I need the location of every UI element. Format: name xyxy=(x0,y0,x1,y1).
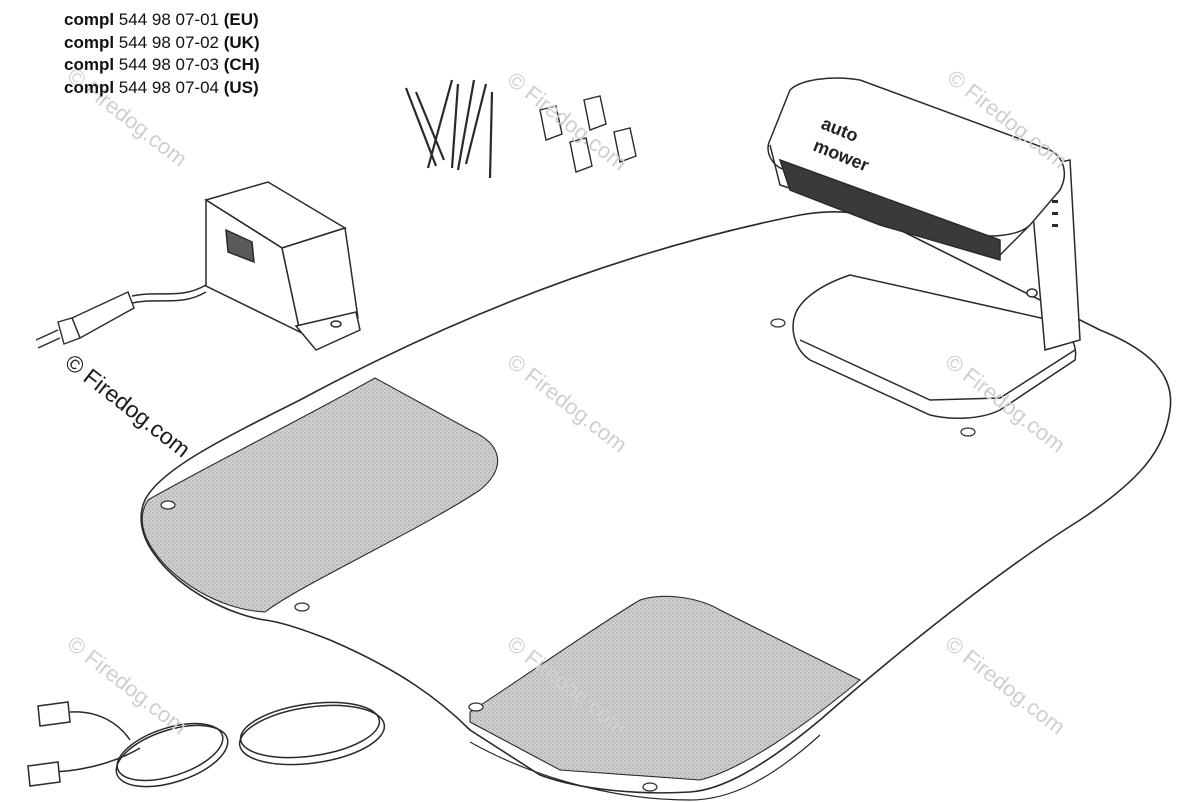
part-number: 544 98 07-02 xyxy=(118,32,219,52)
peg xyxy=(488,91,494,179)
connector xyxy=(539,105,563,141)
cable-connector-top xyxy=(37,701,71,727)
station-screw xyxy=(1026,288,1038,298)
part-prefix: compl xyxy=(64,77,115,97)
base-plate-edge xyxy=(469,734,821,801)
cable-connector-bottom xyxy=(27,761,61,787)
peg-hole xyxy=(160,500,176,510)
shaded-panel-right xyxy=(469,595,861,781)
mains-cable xyxy=(131,284,207,304)
peg xyxy=(456,79,476,171)
part-prefix: compl xyxy=(64,32,115,52)
peg xyxy=(414,91,446,161)
part-number: 544 98 07-04 xyxy=(118,77,219,97)
peg-hole xyxy=(642,782,658,792)
peg-hole xyxy=(770,318,786,328)
wire-connectors xyxy=(539,95,637,173)
part-region: (CH) xyxy=(223,55,260,74)
part-prefix: compl xyxy=(64,10,115,29)
part-number-row: compl 544 98 07-04 (US) xyxy=(64,77,260,100)
boundary-pegs xyxy=(404,79,494,179)
peg xyxy=(464,83,488,165)
power-supply-unit xyxy=(204,181,361,351)
peg-hole xyxy=(468,702,484,712)
peg-hole xyxy=(960,427,976,437)
station-vents xyxy=(1052,200,1058,227)
part-region: (EU) xyxy=(223,10,259,29)
part-number-row: compl 544 98 07-03 (CH) xyxy=(64,54,260,77)
station-ramp xyxy=(792,274,1077,420)
station-ramp-front xyxy=(799,339,1076,401)
connector xyxy=(613,127,637,163)
psu-socket xyxy=(225,228,255,264)
part-prefix: compl xyxy=(64,55,115,74)
part-number-list: compl 544 98 07-01 (EU) compl 544 98 07-… xyxy=(64,9,260,99)
psu-foot xyxy=(294,311,361,351)
peg xyxy=(450,83,460,169)
connector xyxy=(569,137,593,173)
part-number: 544 98 07-03 xyxy=(118,55,219,74)
station-inner xyxy=(778,158,1001,261)
low-voltage-cable xyxy=(27,701,386,788)
charging-station-body xyxy=(767,77,1081,420)
peg xyxy=(426,79,454,169)
shaded-panel-left xyxy=(141,377,499,613)
psu-screw xyxy=(330,320,342,328)
peg-hole xyxy=(294,602,310,612)
part-number-row: compl 544 98 07-02 (UK) xyxy=(64,32,260,55)
peg-holes xyxy=(160,318,976,792)
part-number: 544 98 07-01 xyxy=(118,10,219,29)
connector xyxy=(583,95,607,131)
part-region: (US) xyxy=(223,77,259,97)
part-number-row: compl 544 98 07-01 (EU) xyxy=(64,9,260,32)
mains-plug xyxy=(35,291,135,349)
part-region: (UK) xyxy=(223,32,260,52)
